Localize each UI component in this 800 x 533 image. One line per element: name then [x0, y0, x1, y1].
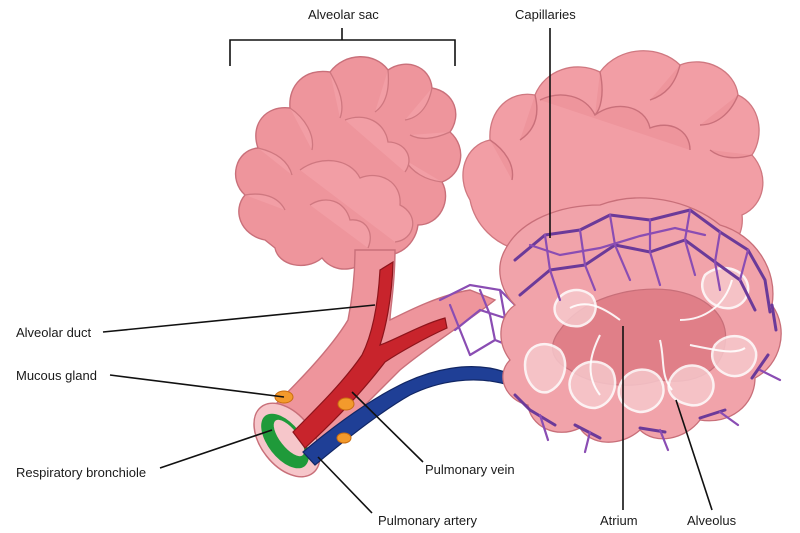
leader-lines: [102, 28, 713, 514]
label-alveolar-duct: Alveolar duct: [16, 325, 92, 340]
label-mucous-gland: Mucous gland: [16, 368, 97, 383]
label-capillaries: Capillaries: [515, 7, 576, 22]
alveolus-leader: [675, 399, 713, 511]
respiratory-bronchiole-leader: [159, 429, 273, 469]
label-alveolus: Alveolus: [687, 513, 737, 528]
alveolar-duct-leader: [102, 304, 376, 333]
pulmonary-vein: [292, 260, 448, 449]
mucous-gland-leader: [109, 374, 285, 398]
label-respiratory-bronchiole: Respiratory bronchiole: [16, 465, 147, 480]
label-pulmonary-artery: Pulmonary artery: [378, 513, 477, 528]
alveolar-lobe: [499, 197, 782, 454]
pulmonary-artery-leader: [317, 456, 373, 514]
back-alveolar-sac: [462, 50, 764, 257]
label-atrium: Atrium: [600, 513, 638, 528]
alveolar-sac: [235, 56, 462, 270]
pulmonary-vein-leader: [351, 391, 424, 463]
label-pulmonary-vein: Pulmonary vein: [425, 462, 515, 477]
mucous-glands: [274, 390, 355, 444]
duct-capillaries: [438, 283, 522, 357]
alveolar-sac-bracket: [229, 28, 456, 66]
label-alveolar-sac: Alveolar sac: [308, 7, 379, 22]
